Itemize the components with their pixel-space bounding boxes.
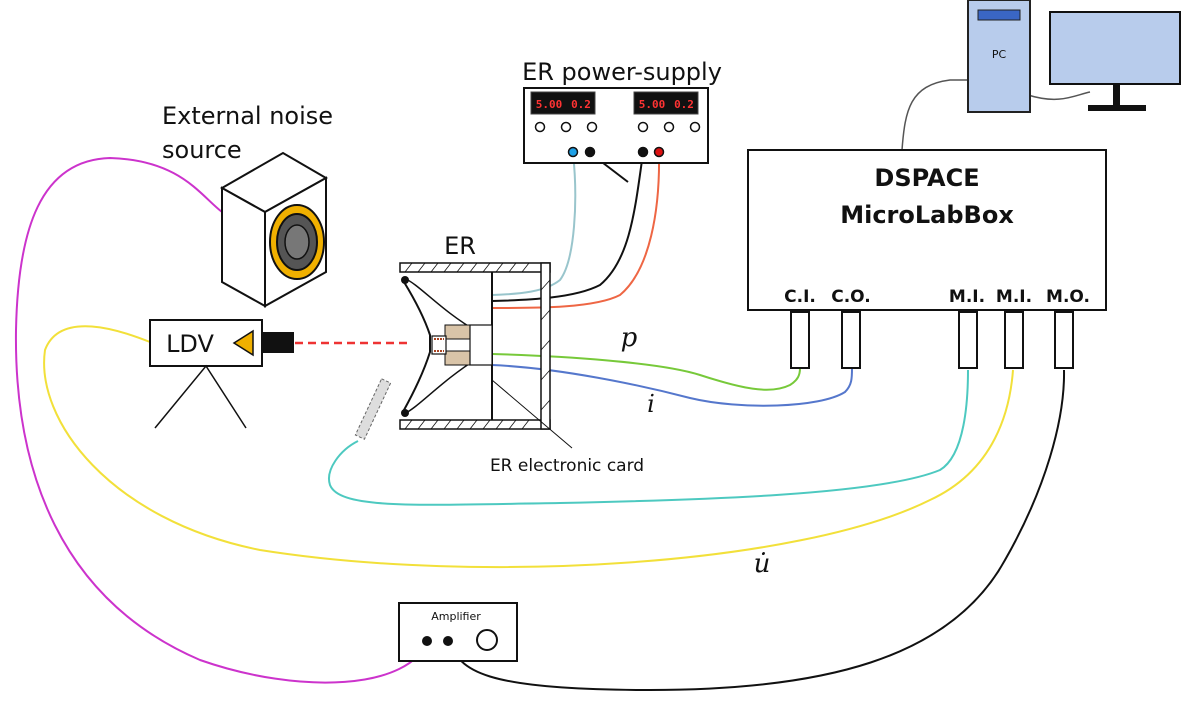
cables: [14, 79, 1091, 692]
er-power-supply: ER power-supply 5.00 0.2 5.00 0.2: [522, 58, 722, 164]
psu-knob: [663, 121, 675, 133]
dspace-body: [747, 149, 1107, 311]
psu-terminal-red: [653, 146, 665, 158]
monitor-stand: [1113, 84, 1120, 106]
er-voice-coil: [431, 335, 447, 355]
dspace-subtitle: MicroLabBox: [840, 201, 1014, 229]
bnc-connector-mi1: [958, 311, 978, 369]
psu-knob: [534, 121, 546, 133]
probe-sensor: [354, 378, 392, 440]
psu-right-current: 0.2: [674, 98, 694, 111]
er-pole-piece: [469, 324, 493, 366]
er-suspension-top: [401, 276, 409, 284]
dspace-ports: C.I. C.O. M.I. M.I. M.O.: [784, 287, 1090, 369]
probe-body: [354, 378, 392, 440]
er-magnet-top: [444, 324, 471, 340]
ldv-laser-head: [262, 332, 294, 353]
cable-ldv: [43, 325, 1014, 569]
cable-accelerometer: [328, 369, 969, 506]
cable-psu-red: [491, 152, 661, 309]
er-back-wall: [540, 262, 551, 430]
cable-psu-lightblue: [491, 152, 577, 296]
psu-terminal-blue: [567, 146, 579, 158]
electroacoustic-resonator: ER: [399, 232, 644, 476]
ldv-label: LDV: [166, 330, 214, 358]
pc-label: PC: [992, 48, 1007, 61]
psu-knob: [637, 121, 649, 133]
bnc-connector-mi2: [1004, 311, 1024, 369]
dspace-title: DSPACE: [874, 164, 979, 192]
external-noise-source: External noise source: [162, 102, 333, 308]
amplifier: Amplifier: [398, 602, 518, 662]
cable-pc-monitor: [1027, 91, 1091, 101]
er-card-label: ER electronic card: [490, 456, 644, 476]
dspace-microlabbox: DSPACE MicroLabBox C.I. C.O. M.I. M.I. M…: [747, 149, 1107, 369]
cable-amplifier: [449, 369, 1066, 692]
ldv-lens-icon: [232, 329, 254, 357]
port-label: M.I.: [949, 287, 985, 307]
er-suspension-bottom: [401, 409, 409, 417]
port-label: C.O.: [831, 287, 870, 307]
amplifier-body: [398, 602, 518, 662]
bnc-connector-mo: [1054, 311, 1074, 369]
amplifier-output-jack: [443, 636, 453, 646]
bnc-connector-co: [841, 311, 861, 369]
cable-pc-dspace: [901, 79, 968, 151]
er-card-pointer: [491, 379, 573, 449]
er-label: ER: [444, 232, 476, 260]
psu-terminal-black: [637, 146, 649, 158]
cable-pressure: [491, 353, 801, 391]
monitor-base: [1088, 105, 1146, 111]
psu-knob: [689, 121, 701, 133]
cable-psu-black: [491, 152, 644, 302]
amplifier-gain-knob: [476, 629, 498, 651]
er-wall-hatching: [404, 262, 551, 430]
ldv-tripod: [154, 364, 247, 429]
signal-label-u: u̇: [754, 549, 771, 579]
speaker-dustcap: [284, 224, 310, 260]
pc: PC: [967, 0, 1181, 113]
port-label: M.O.: [1046, 287, 1090, 307]
noise-source-label-line1: External noise: [162, 102, 333, 130]
psu-display-left: [530, 91, 596, 115]
psu-knob: [586, 121, 598, 133]
signal-label-p: p: [621, 323, 638, 353]
port-label: M.I.: [996, 287, 1032, 307]
psu-knob: [560, 121, 572, 133]
port-label: C.I.: [784, 287, 816, 307]
cable-noise-source: [14, 156, 429, 684]
monitor-screen: [1049, 11, 1181, 85]
signal-label-i: i: [647, 390, 655, 418]
ldv-vibrometer: LDV: [149, 319, 410, 429]
psu-left-current: 0.2: [571, 98, 591, 111]
er-cone-lower: [403, 357, 479, 415]
psu-right-voltage: 5.00: [639, 98, 666, 111]
amplifier-input-jack: [422, 636, 432, 646]
bnc-connector-ci: [790, 311, 810, 369]
amplifier-label: Amplifier: [431, 610, 481, 623]
psu-knobs: [534, 121, 701, 133]
psu-display-right: [633, 91, 699, 115]
power-supply-label: ER power-supply: [522, 58, 722, 86]
cable-current: [491, 364, 853, 407]
noise-source-label-line2: source: [162, 136, 242, 164]
er-diaphragm: [403, 281, 431, 411]
psu-left-voltage: 5.00: [536, 98, 563, 111]
er-magnet-bottom: [444, 350, 471, 366]
psu-terminal-black: [584, 146, 596, 158]
pc-drive-slot: [977, 9, 1021, 21]
er-cone-upper: [403, 277, 479, 333]
